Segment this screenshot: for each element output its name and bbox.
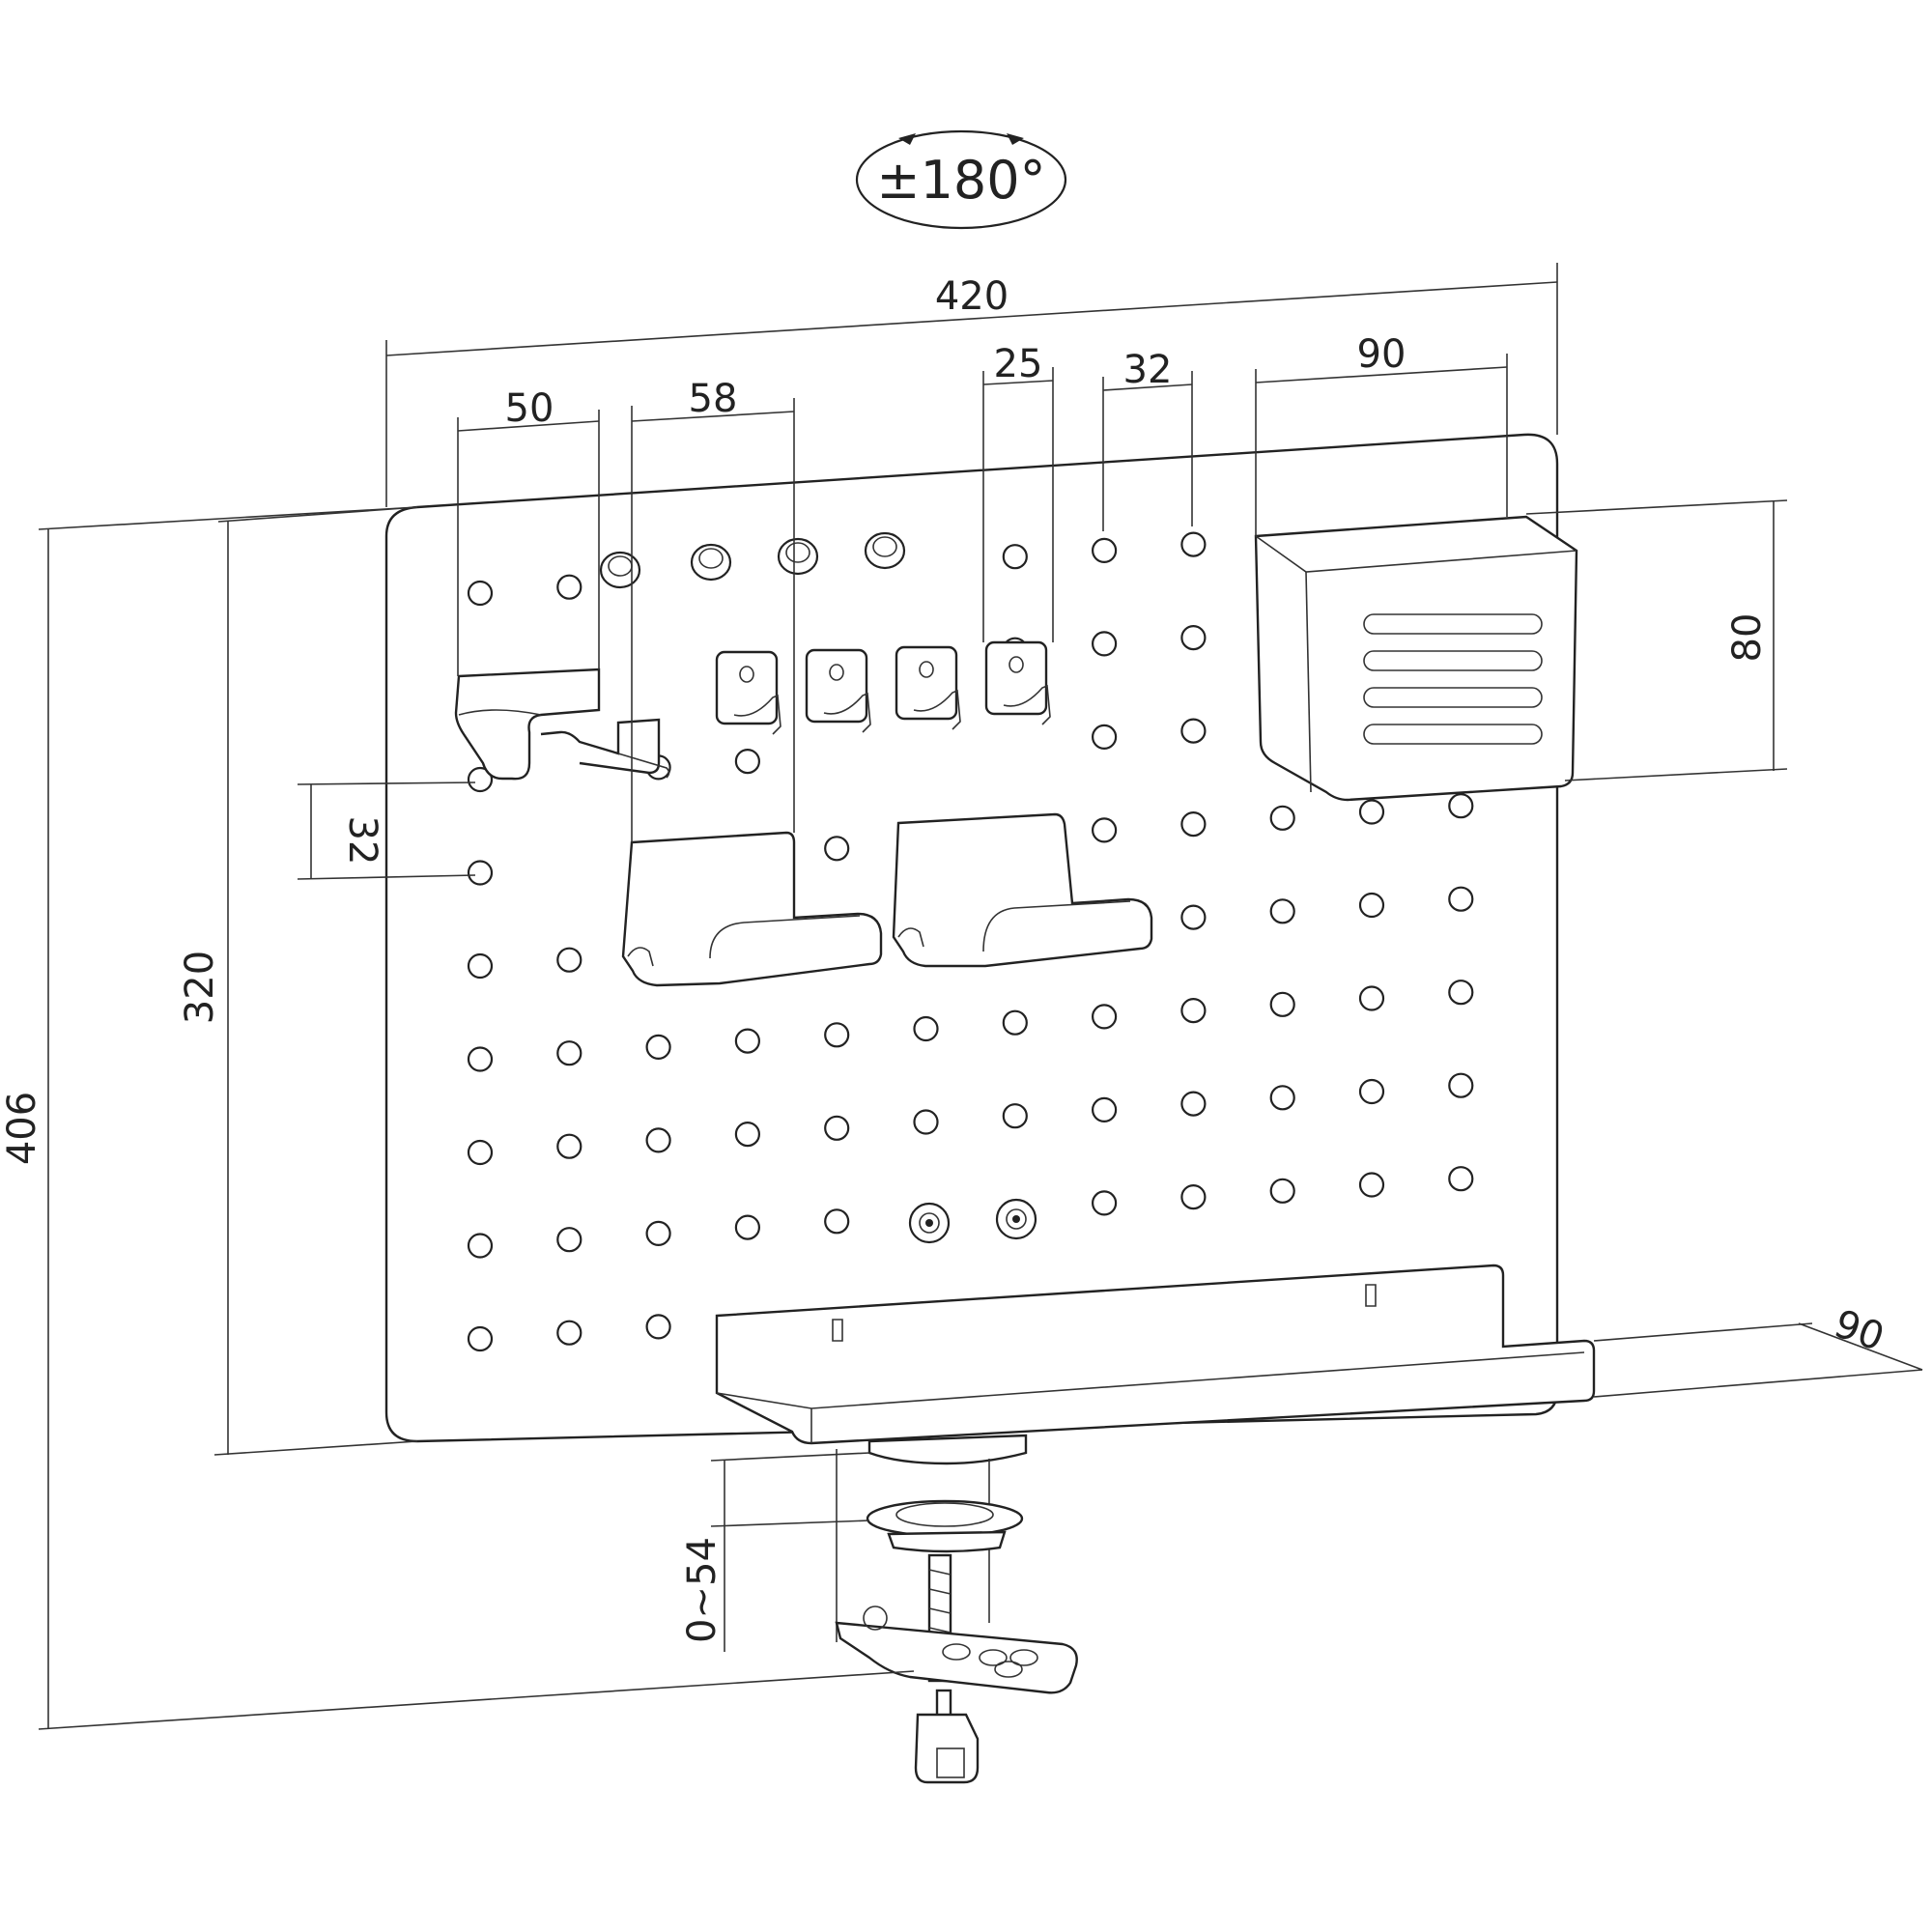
peg-hole [467,860,494,886]
peg-hole [1448,886,1474,912]
dim-clamp-range: 0~54 [680,1537,724,1643]
hook-4 [984,640,1051,725]
peg-hole [1448,980,1474,1006]
rotation-indicator: ±180° [855,129,1067,230]
peg-hole [1180,624,1207,651]
dim-hole-pitch-vertical: 32 [340,816,384,866]
peg-hole [1358,892,1385,919]
peg-hole [467,580,494,607]
bottom-shelf [715,1264,1596,1445]
peg-holes [467,531,1474,1352]
peg-hole [824,1022,850,1048]
peg-hole [1448,793,1474,819]
peg-hole [1091,537,1118,564]
hooks [715,640,1051,735]
peg-hole [1448,1072,1474,1098]
peg-hole [824,836,850,862]
peg-hole [1358,985,1385,1011]
peg-hole [645,1034,671,1061]
peg-hole [645,1127,671,1153]
desk-clamp [835,1434,1078,1784]
peg-hole [1269,805,1295,831]
dim-headphone-holder-width: 58 [689,377,738,421]
peg-hole [556,1040,582,1066]
peg-hole [1358,1078,1385,1105]
peg-hole [556,574,582,600]
peg-hole [734,748,761,775]
peg-hole [1358,799,1385,825]
peg-hole [734,1121,761,1148]
peg-hole [1448,1166,1474,1192]
dim-hole-pitch-horizontal: 32 [1123,348,1173,392]
peg-hole [645,1220,671,1247]
peg-hole [913,1015,939,1042]
peg-hole [467,766,494,793]
headphone-holder-right [892,812,1153,968]
peg-hole [556,1227,582,1253]
peg-hole [645,1314,671,1340]
peg-hole [734,1214,761,1240]
dimension-labels: 420 50 58 25 32 90 80 32 320 406 90 0~54 [0,274,1889,1643]
peg-hole [467,1325,494,1352]
peg-hole [1002,1103,1028,1129]
dim-box-height: 80 [1725,613,1770,663]
peg-hole [1269,898,1295,924]
dimension-lines [38,263,1923,1730]
peg-hole [1002,544,1028,570]
peg-hole [1180,1183,1207,1210]
peg-hole [467,1233,494,1259]
peg-hole [1180,904,1207,930]
hook-2 [805,648,871,733]
peg-hole [1180,718,1207,744]
peg-hole [1269,991,1295,1017]
peg-hole [1180,810,1207,838]
peg-hole [824,1115,850,1141]
dim-total-width: 420 [935,274,1009,319]
hook-3 [895,645,961,730]
dim-hook-width: 25 [994,342,1043,386]
peg-hole [556,1133,582,1159]
headphone-holder-left [621,831,883,987]
peg-hole [467,1046,494,1072]
peg-hole [824,1208,850,1235]
peg-hole [467,1139,494,1166]
dim-shelf-depth: 90 [1829,1301,1890,1360]
peg-hole [1002,1009,1028,1036]
peg-hole [1180,531,1207,557]
dim-box-width: 90 [1357,332,1406,377]
mounting-screws [908,1198,1037,1244]
peg-hole [913,1109,939,1135]
peg-hole [1091,1190,1118,1216]
peg-hole [1091,1004,1118,1030]
dim-total-height: 406 [0,1092,44,1165]
box-vent-slots [1363,613,1543,745]
peg-hole [1180,997,1207,1024]
peg-hole [1269,1178,1295,1204]
peg-hole [1091,817,1118,843]
cable-hook-holder [454,668,670,781]
peg-hole [1091,631,1118,657]
peg-hole [1269,1085,1295,1111]
peg-hole [467,952,494,980]
hook-1 [715,650,781,735]
peg-hole [734,1028,761,1054]
peg-hole [556,947,582,973]
peg-hole [1180,1091,1207,1117]
dim-panel-height: 320 [178,951,222,1024]
peg-hole [1091,1096,1118,1123]
peg-hole [556,1320,582,1346]
dim-hook-holder-width: 50 [505,386,554,431]
peg-hole [1358,1172,1385,1198]
peg-hole [1091,724,1118,751]
rotation-label: ±180° [876,150,1045,211]
storage-box [1254,515,1578,802]
